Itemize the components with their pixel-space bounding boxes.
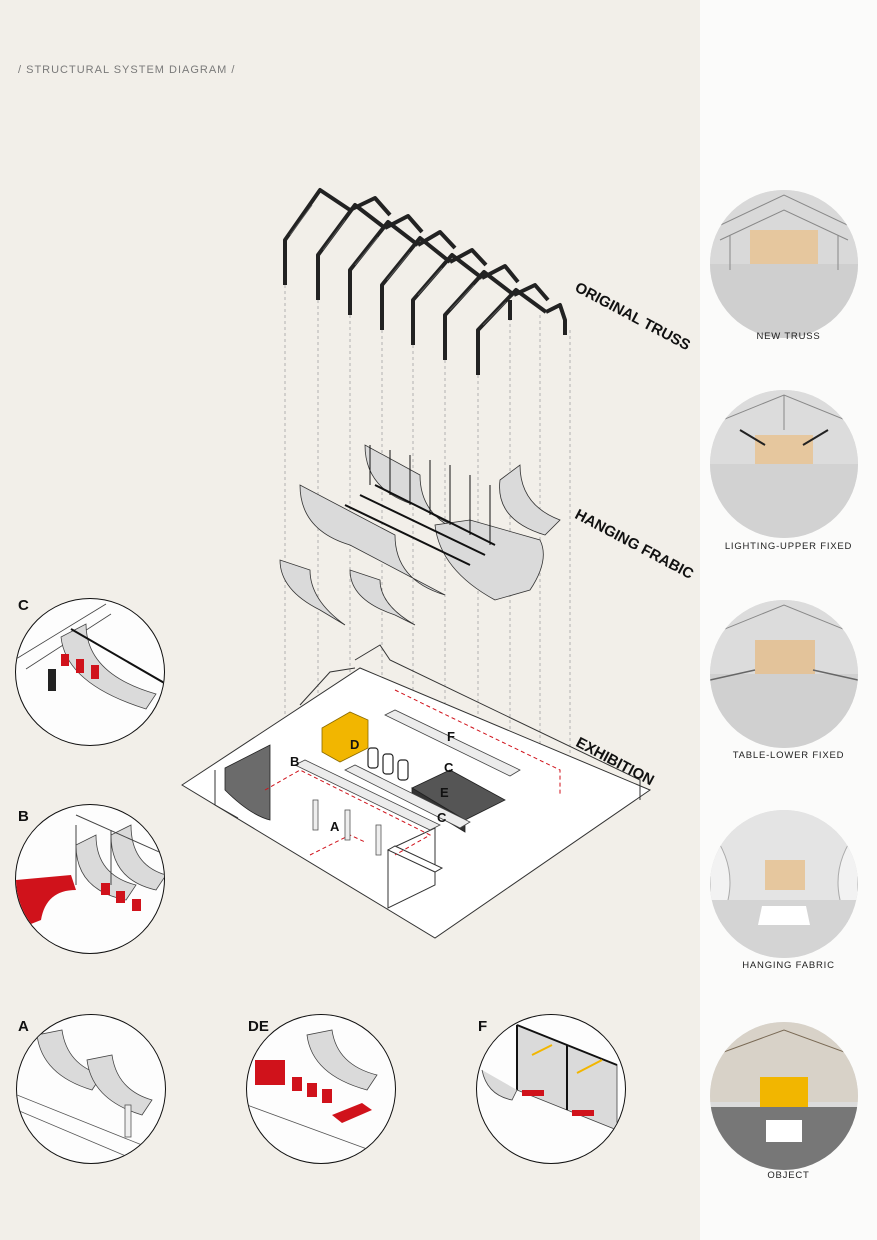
detail-label-f: F <box>478 1018 488 1035</box>
fabric-hangers <box>369 445 491 545</box>
columns <box>312 799 382 856</box>
reference-caption-lighting-upper-fixed: LIGHTING-UPPER FIXED <box>724 541 853 552</box>
exhibition-tables <box>294 709 521 831</box>
detail-label-b: B <box>18 808 29 825</box>
detail-label-c: C <box>18 597 29 614</box>
detail-circle-b <box>15 804 165 954</box>
fabric-rails <box>344 484 496 566</box>
zone-label-b: B <box>290 754 300 769</box>
gray-ramp <box>224 744 271 821</box>
reference-view-object <box>710 1022 858 1170</box>
reference-caption-hanging-fabric: HANGING FABRIC <box>742 960 835 971</box>
chairs <box>367 747 409 781</box>
reference-view-new-truss <box>710 190 858 338</box>
zone-label-f: F <box>447 729 455 744</box>
detail-circle-c <box>15 598 165 746</box>
detail-circle-f <box>476 1014 626 1164</box>
reference-caption-object: OBJECT <box>767 1170 810 1181</box>
page-title: / STRUCTURAL SYSTEM DIAGRAM / <box>18 64 236 76</box>
detail-circle-a <box>16 1014 166 1164</box>
truss-webbing <box>289 204 507 326</box>
zone-label-c-upper: C <box>444 760 454 775</box>
zone-label-a: A <box>330 819 340 834</box>
reference-view-hanging-fabric <box>710 810 858 958</box>
reference-caption-table-lower-fixed: TABLE-LOWER FIXED <box>732 750 845 761</box>
reference-view-table-lower-fixed <box>710 600 858 748</box>
hanging-fabric <box>279 444 561 626</box>
zone-label-e: E <box>440 785 449 800</box>
original-truss <box>283 188 567 375</box>
detail-label-a: A <box>18 1018 29 1035</box>
reference-caption-new-truss: NEW TRUSS <box>756 331 821 342</box>
reference-view-lighting-upper-fixed <box>710 390 858 538</box>
detail-label-de: DE <box>248 1018 269 1035</box>
partition-wall <box>386 827 444 909</box>
zone-label-d: D <box>350 737 360 752</box>
yellow-object-d <box>321 711 369 763</box>
detail-circle-de <box>246 1014 396 1164</box>
zone-label-c-lower: C <box>437 810 447 825</box>
